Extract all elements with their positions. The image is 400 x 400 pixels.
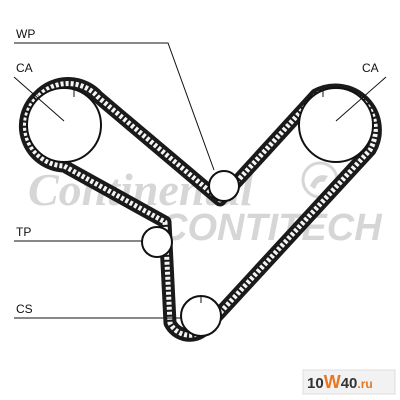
svg-text:10W40.ru: 10W40.ru (307, 372, 373, 392)
badge-part-ru: .ru (357, 377, 372, 391)
badge-part-40: 40 (341, 375, 358, 392)
water-pump-pulley (208, 170, 240, 202)
label-ca-right: CA (362, 61, 379, 75)
label-tp: TP (16, 225, 31, 239)
leader-wp (14, 42, 215, 171)
label-cs: CS (16, 302, 33, 316)
label-ca-left: CA (16, 61, 33, 75)
badge-part-w: W (324, 372, 341, 392)
camshaft-pulley-left (26, 87, 102, 163)
leader-ca-right (335, 76, 387, 122)
badge-part-10: 10 (307, 375, 324, 392)
watermark-contitech: CONTITECH (160, 207, 383, 249)
tensioner-pulley (141, 226, 173, 258)
belt-inner (22, 81, 378, 338)
site-badge: 10W40.ru (302, 369, 396, 395)
label-wp: WP (16, 27, 35, 41)
camshaft-pulley-right (298, 87, 374, 163)
leader-ca-left (13, 76, 65, 122)
crankshaft-pulley (180, 295, 222, 337)
